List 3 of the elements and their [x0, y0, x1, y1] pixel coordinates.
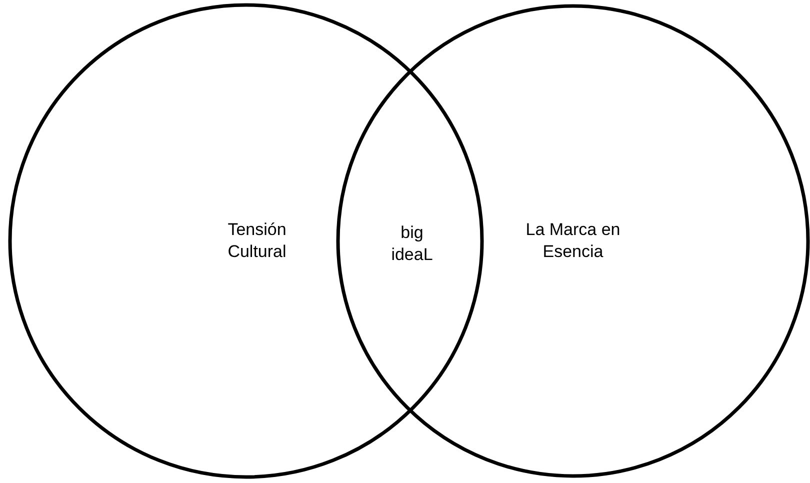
overlap-label: big ideaL [390, 222, 434, 266]
circle-label: Tensión Cultural [226, 219, 288, 263]
circle-label: La Marca en Esencia [524, 219, 622, 263]
